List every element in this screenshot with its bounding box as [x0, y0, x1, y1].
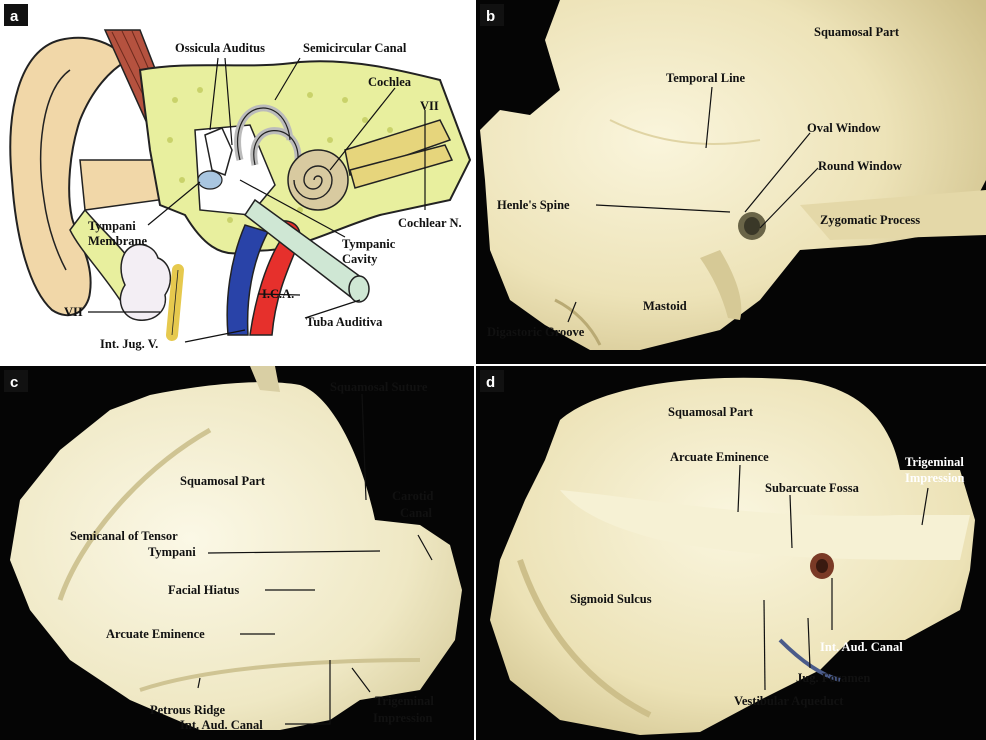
panel-b: b Squamosal Part Temporal Line Oval Wind… [476, 0, 986, 364]
label-tympani-2: Membrane [88, 234, 147, 248]
label-cochlear-n: Cochlear N. [398, 216, 462, 230]
auricle-shape [9, 36, 130, 317]
gland-shape [119, 243, 172, 321]
label-carotid-2: Canal [400, 506, 432, 520]
label-zygomatic: Zygomatic Process [820, 213, 920, 227]
label-tympani-1: Tympani [88, 219, 136, 233]
panel-c-letter: c [10, 374, 18, 391]
label-tympanic-1: Tympanic [342, 237, 396, 251]
ossicles-shape [204, 127, 233, 176]
label-d-trigeminal-1: Trigeminal [905, 455, 964, 469]
panel-c: c Squamosal Suture Squamosal Part Caroti… [0, 366, 474, 740]
label-ossicula: Ossicula Auditus [175, 41, 265, 55]
panel-a: a Ossicula Auditus Semicircular Canal Co… [0, 0, 474, 364]
label-c-arcuate: Arcuate Eminence [106, 627, 205, 641]
label-int-jug: Int. Jug. V. [100, 337, 158, 351]
label-d-squamosal: Squamosal Part [668, 405, 754, 419]
label-tuba: Tuba Auditiva [306, 315, 383, 329]
label-c-trigeminal-2: Impression [373, 711, 433, 725]
label-carotid-1: Carotid [392, 489, 433, 503]
panel-b-letter: b [486, 8, 495, 25]
label-subarcuate: Subarcuate Fossa [765, 481, 860, 495]
panel-a-letter: a [10, 8, 19, 25]
cochlear-nerve-shape [344, 119, 452, 176]
label-vii-top: VII [420, 99, 439, 113]
label-vestibular: Vestibular Aqueduct [734, 694, 844, 708]
label-tympanic-2: Cavity [342, 252, 378, 266]
label-c-trigeminal-1: Trigeminal [375, 694, 434, 708]
label-ica: I.C.A. [262, 287, 294, 301]
label-mastoid: Mastoid [643, 299, 687, 313]
label-temporal-line: Temporal Line [666, 71, 746, 85]
label-d-int-aud: Int. Aud. Canal [820, 640, 903, 654]
label-petrous-ridge: Petrous Ridge [150, 703, 226, 717]
bone-c-shape [10, 382, 462, 730]
label-semicircular: Semicircular Canal [303, 41, 407, 55]
bone-b-shape [480, 0, 986, 350]
label-oval-window: Oval Window [807, 121, 881, 135]
label-sigmoid: Sigmoid Sulcus [570, 592, 652, 606]
jugular-vein-shape [226, 224, 270, 336]
panel-d-letter: d [486, 374, 495, 391]
cochlea-shape [287, 149, 349, 211]
label-semicanal-1: Semicanal of Tensor [70, 529, 178, 543]
label-cochlea: Cochlea [368, 75, 412, 89]
label-facial-hiatus: Facial Hiatus [168, 583, 239, 597]
label-semicanal-2: Tympani [148, 545, 196, 559]
label-vii-bottom: VII [64, 305, 83, 319]
label-d-arcuate: Arcuate Eminence [670, 450, 769, 464]
label-jug-foramen: Jug. Foramen [796, 671, 870, 685]
panel-d: d Squamosal Part Arcuate Eminence Trigem… [476, 366, 986, 740]
carotid-artery-shape [249, 220, 301, 336]
label-c-int-aud: Int. Aud. Canal [180, 718, 263, 732]
label-c-squamosal-suture: Squamosal Suture [330, 380, 428, 394]
label-d-trigeminal-2: Impression [905, 471, 965, 485]
label-digastoric: Digastoric Groove [487, 325, 585, 339]
bone-d-shape [490, 377, 975, 735]
label-round-window: Round Window [818, 159, 902, 173]
label-c-squamosal-part: Squamosal Part [180, 474, 266, 488]
label-henles-spine: Henle's Spine [497, 198, 570, 212]
label-b-squamosal: Squamosal Part [814, 25, 900, 39]
